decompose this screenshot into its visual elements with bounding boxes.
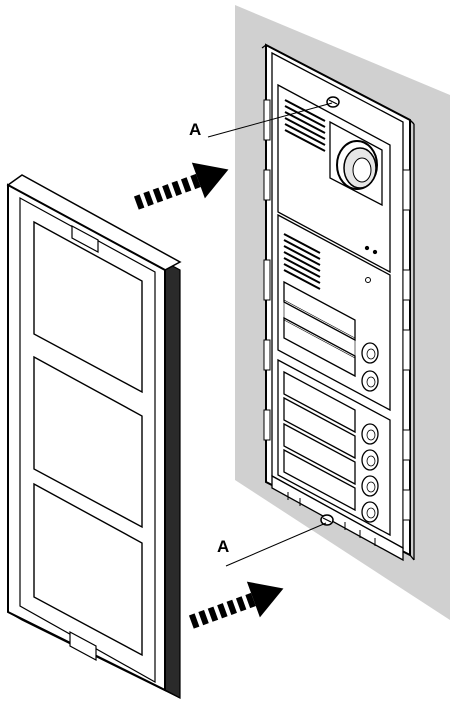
cover-window-3 (33, 482, 143, 657)
callout-upper: A (189, 102, 333, 139)
speaker-grille-top (284, 99, 326, 152)
cover-window-2 (33, 355, 143, 529)
name-label-6 (283, 422, 356, 486)
callout-lower: A (217, 522, 327, 567)
cover-window-1 (33, 220, 143, 394)
left-rail-clips (263, 99, 271, 441)
front-cover-frame (6, 174, 182, 699)
cover-top-notch (71, 224, 99, 254)
cover-bottom-notch (69, 630, 97, 662)
callout-lower-label: A (217, 537, 229, 556)
speaker-grille-mid (283, 233, 321, 290)
right-rail-clips (402, 169, 411, 521)
callout-upper-label: A (189, 120, 201, 139)
name-label-5 (283, 396, 356, 460)
name-label-3 (283, 299, 356, 359)
name-label-4 (283, 370, 356, 434)
striped-arrow-icon-lower (188, 581, 284, 629)
name-label-7 (283, 448, 356, 512)
intercom-panel (261, 43, 415, 562)
panel-base (271, 474, 404, 562)
name-label-2 (283, 316, 356, 378)
cover-side-edge (164, 261, 181, 699)
striped-arrow-icon (133, 162, 229, 210)
